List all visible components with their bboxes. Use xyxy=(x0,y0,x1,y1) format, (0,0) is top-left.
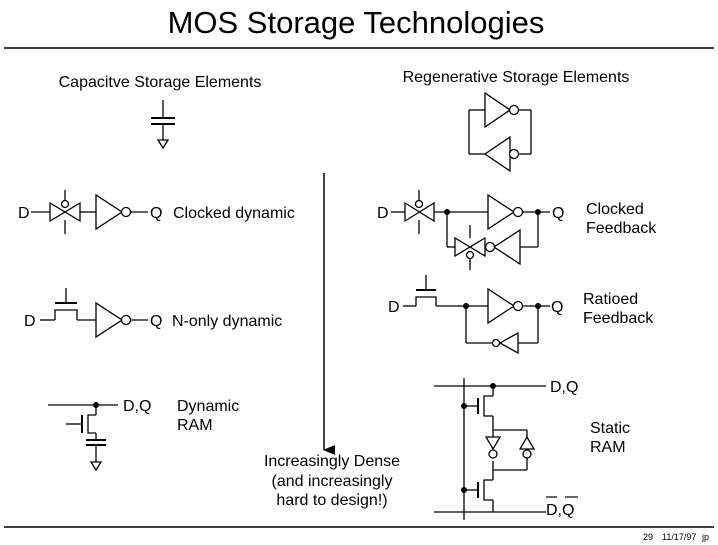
footer-page: 29 xyxy=(643,532,653,542)
page-title: MOS Storage Technologies xyxy=(168,5,545,40)
dynamic-ram-label-2: RAM xyxy=(177,417,213,434)
clocked-dynamic-circuit: D Q Clocked dynamic xyxy=(18,190,295,234)
n-only-dynamic-circuit: D Q N-only dynamic xyxy=(24,288,282,339)
static-ram-label-1: Static xyxy=(590,420,630,437)
clocked-dynamic-label: Clocked dynamic xyxy=(173,205,295,222)
right-heading: Regenerative Storage Elements xyxy=(403,69,630,86)
ratioed-feedback-label-1: Ratioed xyxy=(583,291,638,308)
transmission-gate-icon xyxy=(454,225,486,270)
clocked-feedback-q: Q xyxy=(552,205,564,222)
n-only-dynamic-label: N-only dynamic xyxy=(172,313,282,330)
ratioed-feedback-q: Q xyxy=(551,299,563,316)
clocked-feedback-d: D xyxy=(377,205,389,222)
clocked-feedback-circuit: D Q Clocked Feedback xyxy=(377,190,657,270)
footer-initials: jp xyxy=(701,532,709,542)
arrow-label-1: Increasingly Dense xyxy=(264,453,400,470)
ratioed-feedback-d: D xyxy=(388,299,400,316)
capacitor-ground-symbol xyxy=(151,100,175,150)
n-only-dynamic-q: Q xyxy=(150,313,162,330)
ratioed-feedback-label-2: Feedback xyxy=(583,310,654,327)
arrow-label-3: hard to design!) xyxy=(276,492,387,509)
static-ram-label-2: RAM xyxy=(590,439,626,456)
transmission-gate-icon xyxy=(404,190,435,234)
static-ram-bottom-pin: D,Q xyxy=(546,502,574,519)
left-heading: Capacitve Storage Elements xyxy=(59,74,262,91)
cross-coupled-inverters xyxy=(468,91,532,173)
dynamic-ram-label-1: Dynamic xyxy=(177,398,239,415)
density-arrow: Increasingly Dense (and increasingly har… xyxy=(264,173,400,509)
static-ram-circuit: D,Q D,Q Static RAM xyxy=(434,378,630,520)
clocked-dynamic-q: Q xyxy=(150,205,162,222)
footer-date: 11/17/97 xyxy=(662,532,696,542)
dynamic-ram-circuit: D,Q Dynamic RAM xyxy=(48,398,239,472)
static-ram-top-pin: D,Q xyxy=(550,379,578,396)
clocked-feedback-label-2: Feedback xyxy=(586,220,657,237)
clocked-feedback-label-1: Clocked xyxy=(586,201,644,218)
ratioed-feedback-circuit: D Q Ratioed Feedback xyxy=(388,275,654,355)
transmission-gate-icon xyxy=(49,190,81,234)
n-only-dynamic-d: D xyxy=(24,313,36,330)
clocked-dynamic-d: D xyxy=(18,205,30,222)
dynamic-ram-pin: D,Q xyxy=(123,398,151,415)
arrow-label-2: (and increasingly xyxy=(272,473,393,490)
